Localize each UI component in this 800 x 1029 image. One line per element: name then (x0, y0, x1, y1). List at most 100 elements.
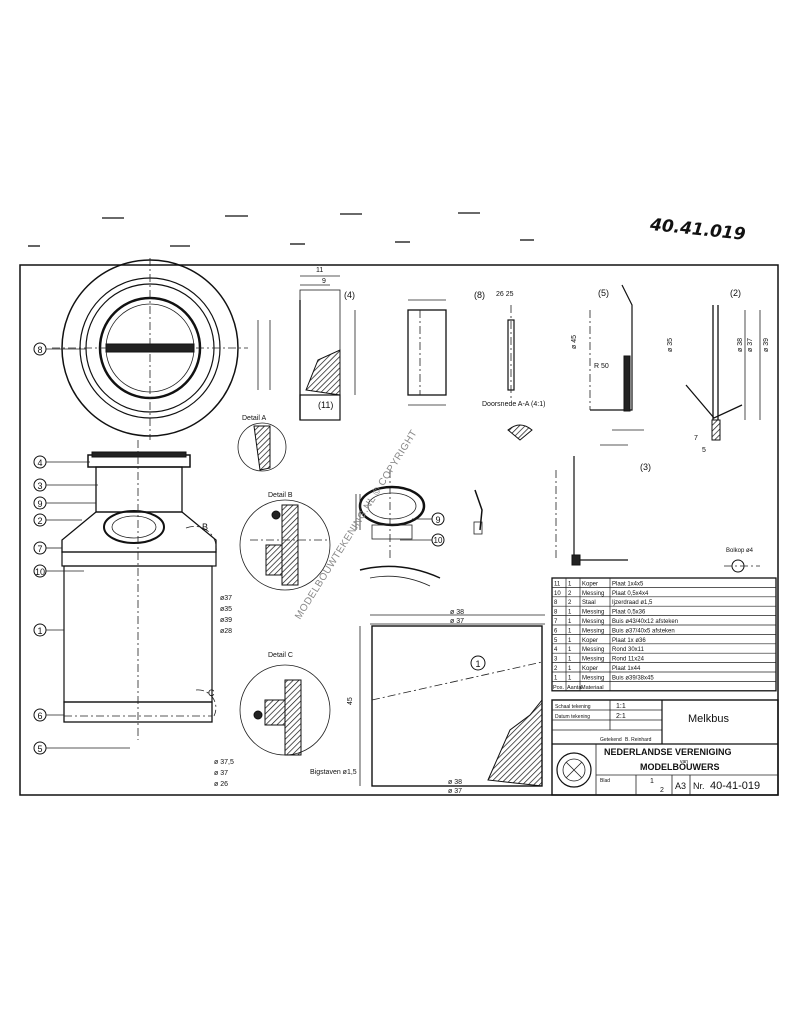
parts-list-cell: 1 (568, 581, 572, 587)
svg-text:ø37: ø37 (220, 595, 232, 602)
svg-text:(11): (11) (318, 400, 333, 410)
parts-list-cell: Ijzerdraad ø1,5 (612, 600, 653, 606)
org-line-2: MODELBOUWERS (640, 762, 720, 772)
parts-list-cell: 8 (554, 610, 558, 616)
svg-text:2: 2 (37, 516, 42, 526)
detail-bolkop: Bolkop ø4 (724, 548, 760, 573)
svg-text:7: 7 (37, 544, 42, 554)
parts-list-header: Materiaal (581, 685, 604, 691)
scale-label: Schaal tekening (555, 704, 591, 710)
svg-text:45: 45 (347, 697, 354, 705)
svg-text:9: 9 (37, 499, 42, 509)
date-label: Datum tekening (555, 714, 590, 720)
svg-text:ø 37: ø 37 (747, 338, 754, 352)
parts-list-cell: 1 (568, 657, 572, 663)
svg-text:5: 5 (37, 744, 42, 754)
svg-text:3: 3 (37, 481, 42, 491)
svg-text:(3): (3) (640, 462, 651, 472)
parts-list-cell: 8 (554, 600, 558, 606)
parts-list-cell: Plaat 1x44 (612, 666, 641, 672)
svg-text:(8): (8) (474, 290, 485, 300)
svg-text:ø 38: ø 38 (448, 779, 462, 786)
svg-text:ø 37,5: ø 37,5 (214, 759, 234, 766)
svg-text:4: 4 (37, 458, 42, 468)
detail-c: Detail C ø 37,5 ø 37 ø 26 Bigstaven ø1,5 (214, 652, 357, 788)
parts-list-cell: Koper (582, 666, 598, 672)
parts-list-cell: 1 (568, 675, 572, 681)
part-3-section (407, 299, 447, 406)
parts-list-cell: 2 (554, 666, 558, 672)
parts-list-cell: Buis ø37/40x5 afsteken (612, 628, 675, 634)
parts-list-cell: 1 (568, 628, 572, 634)
svg-text:5: 5 (702, 447, 706, 454)
svg-text:ø28: ø28 (220, 628, 232, 635)
parts-list-cell: 2 (568, 591, 572, 597)
parts-list-cell: Plaat 1x4x5 (612, 581, 644, 587)
svg-text:10: 10 (35, 567, 45, 577)
svg-text:(5): (5) (598, 288, 609, 298)
svg-text:9: 9 (322, 278, 326, 285)
svg-text:Bigstaven ø1,5: Bigstaven ø1,5 (310, 769, 357, 776)
drawing-number: 40-41-019 (710, 780, 760, 792)
parts-list-cell: Messing (582, 647, 604, 653)
svg-text:Detail B: Detail B (268, 492, 293, 499)
part-8-detail: (8) 26 25 Doorsnede A-A (4:1) (474, 290, 545, 441)
parts-list-cell: 5 (554, 638, 558, 644)
scan-marks (28, 212, 534, 247)
part-5-detail: (5) ø 45 R 50 (571, 284, 644, 431)
svg-text:6: 6 (37, 711, 42, 721)
part-4-section (257, 275, 356, 421)
svg-text:8: 8 (37, 345, 42, 355)
parts-list-cell: Rond 11x24 (612, 657, 645, 663)
date-value: 2:1 (616, 713, 626, 720)
part-2-detail: (2) ø 38 ø 37 ø 39 ø 35 7 5 (667, 288, 770, 454)
svg-text:ø35: ø35 (220, 606, 232, 613)
svg-text:1: 1 (475, 659, 480, 669)
svg-text:26 25: 26 25 (496, 291, 514, 298)
svg-text:ø 39: ø 39 (763, 338, 770, 352)
svg-text:ø39: ø39 (220, 617, 232, 624)
parts-list-cell: Buis ø43/40x12 afsteken (612, 619, 678, 625)
svg-text:7: 7 (694, 435, 698, 442)
svg-text:Bolkop ø4: Bolkop ø4 (726, 548, 754, 554)
parts-list-cell: Plaat 0,5x36 (612, 610, 646, 616)
sheet-of: 2 (660, 787, 664, 794)
number-label: Nr. (693, 781, 705, 791)
svg-text:1: 1 (37, 626, 42, 636)
parts-list-cell: 1 (568, 647, 572, 653)
paper-size: A3 (675, 781, 686, 791)
svg-text:ø 26: ø 26 (214, 781, 228, 788)
drawer-label: Getekend (600, 737, 622, 743)
parts-list-cell: Messing (582, 591, 604, 597)
drawer-value: B. Reinhard (625, 737, 652, 743)
assembly-callouts: 4 3 9 2 7 10 1 6 5 (33, 455, 130, 755)
parts-list-cell: Plaat 0,5x4x4 (612, 591, 649, 597)
drawing-frame (19, 264, 779, 796)
svg-text:(4): (4) (344, 290, 355, 300)
handle-detail: 9 10 (355, 470, 483, 587)
parts-list-header: Pos. (553, 685, 564, 691)
detail-a: Detail A (237, 415, 287, 472)
svg-text:ø 45: ø 45 (571, 335, 578, 349)
parts-list-cell: 1 (568, 619, 572, 625)
parts-list-cell: Rond 30x11 (612, 647, 645, 653)
section-b-label: B (202, 522, 208, 532)
svg-text:ø 38: ø 38 (450, 609, 464, 616)
drawing-title: Melkbus (688, 713, 729, 725)
lid-top-view (52, 258, 248, 440)
parts-list-cell: 3 (554, 657, 558, 663)
parts-list-cell: 10 (554, 591, 561, 597)
parts-list-cell: Staal (582, 600, 596, 606)
parts-list-cell: Plaat 1x ø36 (612, 638, 646, 644)
parts-list-cell: 2 (568, 600, 572, 606)
svg-text:ø 37: ø 37 (448, 788, 462, 795)
svg-text:ø 38: ø 38 (737, 338, 744, 352)
svg-text:ø 37: ø 37 (450, 618, 464, 625)
parts-list-cell: 1 (568, 610, 572, 616)
parts-list-cell: 4 (554, 647, 558, 653)
svg-text:Detail A: Detail A (242, 415, 266, 422)
detail-b: Detail B ø37 ø35 ø39 ø28 (220, 492, 331, 635)
